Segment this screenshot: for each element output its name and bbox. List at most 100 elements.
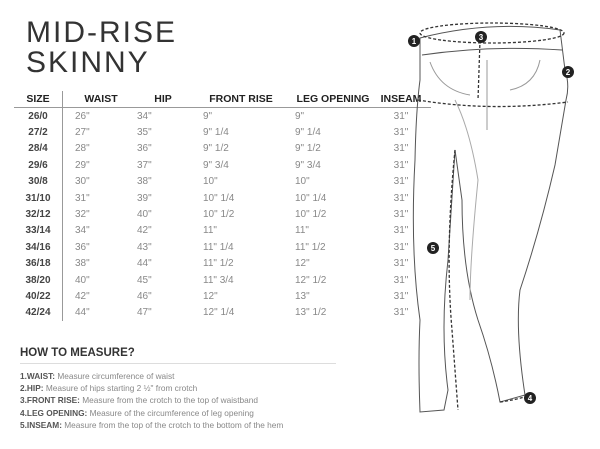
table-cell: 31" [393,159,409,171]
table-cell: 11" 1/2 [203,258,234,270]
header-inseam: INSEAM [371,91,431,108]
table-cell: 36" [137,143,152,155]
table-cell: 31" [393,110,409,122]
step: 5.INSEAM: Measure from the top of the cr… [20,419,284,430]
jeans-illustration: 1 2 3 4 5 [408,22,574,413]
table-cell: 11" [295,225,309,237]
table-cell: 11" 3/4 [203,274,234,286]
page-title: MID-RISE SKINNY [26,18,177,78]
table-cell: 39" [137,192,152,204]
table-cell: 9" 3/4 [203,159,229,171]
table-cell: 31" [393,290,409,302]
table-cell: 11" [203,225,217,237]
table-cell: 29/6 [14,157,63,174]
how-to-measure-heading: HOW TO MEASURE? [20,347,336,364]
table-cell: 9" 3/4 [295,159,321,171]
table-cell: 27" [75,127,90,139]
table-cell: 38/20 [14,271,63,289]
table-cell: 37" [137,159,152,171]
title-line-2: SKINNY [26,46,150,79]
measurement-markers [408,31,574,404]
table-cell: 40" [137,209,152,221]
table-cell: 36/18 [14,255,63,272]
table-cell: 38" [75,258,90,270]
table-cell: 26/0 [14,107,63,125]
marker-2: 2 [566,68,571,77]
table-cell: 35" [137,127,152,139]
table-cell: 10" 1/4 [295,192,327,204]
header-waist: WAIST [62,91,127,108]
table-cell: 9" 1/2 [295,143,321,155]
table-cell: 9" [203,110,213,122]
table-cell: 29" [75,159,90,171]
header-size: SIZE [14,91,63,108]
table-cell: 40" [75,274,90,286]
table-header-row: SIZE WAIST HIP FRONT RISE LEG OPENING IN… [14,91,431,108]
table-cell: 10" 1/4 [203,192,235,204]
table-cell: 31" [393,176,409,188]
table-cell: 9" [295,110,305,122]
table-cell: 28" [75,143,90,155]
table-cell: 47" [137,307,152,319]
table-cell: 10" [203,176,218,188]
table-cell: 12" 1/4 [203,307,235,319]
marker-5: 5 [431,244,436,253]
step: 3.FRONT RISE: Measure from the crotch to… [20,395,258,406]
step: 4.LEG OPENING: Measure of the circumfere… [20,407,254,418]
table-row: 30/8 30" 38" 10" 10" 31" [14,173,431,190]
table-cell: 30/8 [14,173,63,190]
table-cell: 12" 1/2 [295,274,327,286]
table-cell: 32" [75,209,90,221]
marker-1: 1 [412,37,417,46]
table-cell: 10" 1/2 [295,209,327,221]
table-cell: 44" [137,258,152,270]
table-cell: 42" [137,225,152,237]
table-cell: 32/12 [14,206,63,223]
table-cell: 9" 1/4 [203,127,229,139]
table-row: 32/12 32" 40" 10" 1/2 10" 1/2 31" [14,206,431,223]
table-cell: 34/16 [14,239,63,256]
table-row: 42/24 44" 47" 12" 1/4 13" 1/2 31" [14,304,431,322]
table-cell: 34" [75,225,90,237]
table-cell: 40/22 [14,288,63,305]
table-cell: 31" [393,192,409,204]
table-cell: 43" [137,241,152,253]
table-cell: 31" [393,307,409,319]
table-cell: 42" [75,290,90,302]
table-cell: 44" [75,307,90,319]
table-row: 29/6 29" 37" 9" 3/4 9" 3/4 31" [14,157,431,174]
measure-steps: 1.WAIST: Measure circumference of waist … [20,370,283,431]
table-cell: 31" [393,209,409,221]
table-cell: 9" 1/4 [295,127,321,139]
marker-4: 4 [528,394,533,403]
step: 1.WAIST: Measure circumference of waist [20,371,175,381]
table-cell: 46" [137,290,152,302]
table-cell: 10" 1/2 [203,209,235,221]
table-cell: 33/14 [14,222,63,240]
title-line-1: MID-RISE [26,16,177,49]
table-cell: 31" [393,143,409,155]
step: 2.HIP: Measure of hips starting 2 ½" fro… [20,383,198,394]
table-cell: 31" [75,192,90,204]
size-table: SIZE WAIST HIP FRONT RISE LEG OPENING IN… [14,91,431,322]
table-cell: 30" [75,176,90,188]
table-cell: 10" [295,176,310,188]
table-cell: 31" [393,241,409,253]
table-cell: 13" 1/2 [295,307,327,319]
table-cell: 31" [393,274,409,286]
table-cell: 38" [137,176,152,188]
table-cell: 42/24 [14,304,63,322]
table-cell: 28/4 [14,140,63,158]
table-cell: 36" [75,241,90,253]
table-cell: 45" [137,274,152,286]
table-cell: 12" [203,290,218,302]
